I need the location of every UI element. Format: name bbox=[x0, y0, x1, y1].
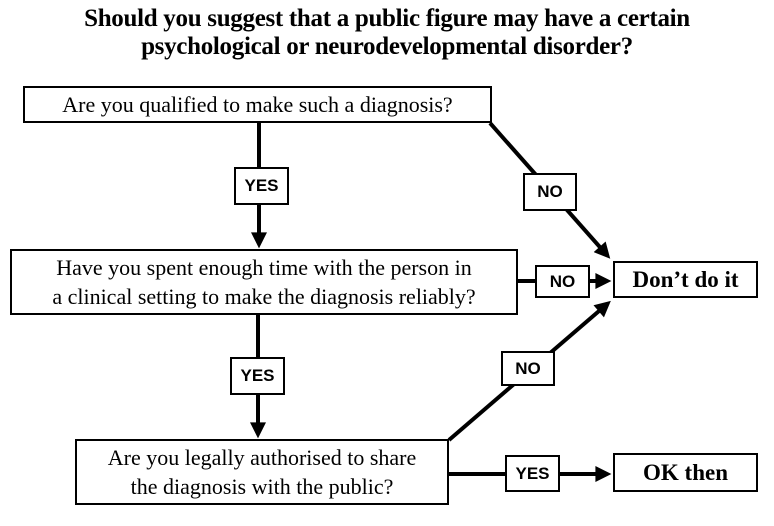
edge-label-q3-yes: YES bbox=[505, 455, 560, 492]
question-text: Have you spent enough time with the pers… bbox=[52, 255, 476, 309]
flowchart-title: Should you suggest that a public figure … bbox=[84, 5, 690, 60]
question-text: Are you qualified to make such a diagnos… bbox=[62, 92, 453, 117]
edge-label-q2-yes: YES bbox=[230, 357, 285, 395]
question-text: Are you legally authorised to share the … bbox=[107, 445, 417, 499]
edge-label-text: NO bbox=[537, 182, 563, 201]
question-box-legally-authorised: Are you legally authorised to share the … bbox=[75, 439, 449, 505]
outcome-box-ok-then: OK then bbox=[613, 453, 758, 492]
edge-label-q3-no: NO bbox=[501, 351, 555, 386]
outcome-text: OK then bbox=[643, 459, 728, 485]
question-box-qualified: Are you qualified to make such a diagnos… bbox=[23, 86, 492, 123]
edge-label-q1-yes: YES bbox=[234, 167, 289, 205]
edge-label-q1-no: NO bbox=[523, 173, 577, 211]
edge-label-text: YES bbox=[515, 463, 550, 483]
question-box-clinical-time: Have you spent enough time with the pers… bbox=[10, 249, 518, 315]
edge-label-q2-no: NO bbox=[535, 265, 590, 298]
outcome-text: Don’t do it bbox=[632, 266, 739, 292]
edge-label-text: NO bbox=[515, 358, 541, 378]
edge-label-text: YES bbox=[240, 366, 275, 385]
outcome-box-dont-do-it: Don’t do it bbox=[613, 261, 758, 298]
edge-label-text: NO bbox=[549, 271, 576, 291]
edge-label-text: YES bbox=[244, 176, 279, 195]
